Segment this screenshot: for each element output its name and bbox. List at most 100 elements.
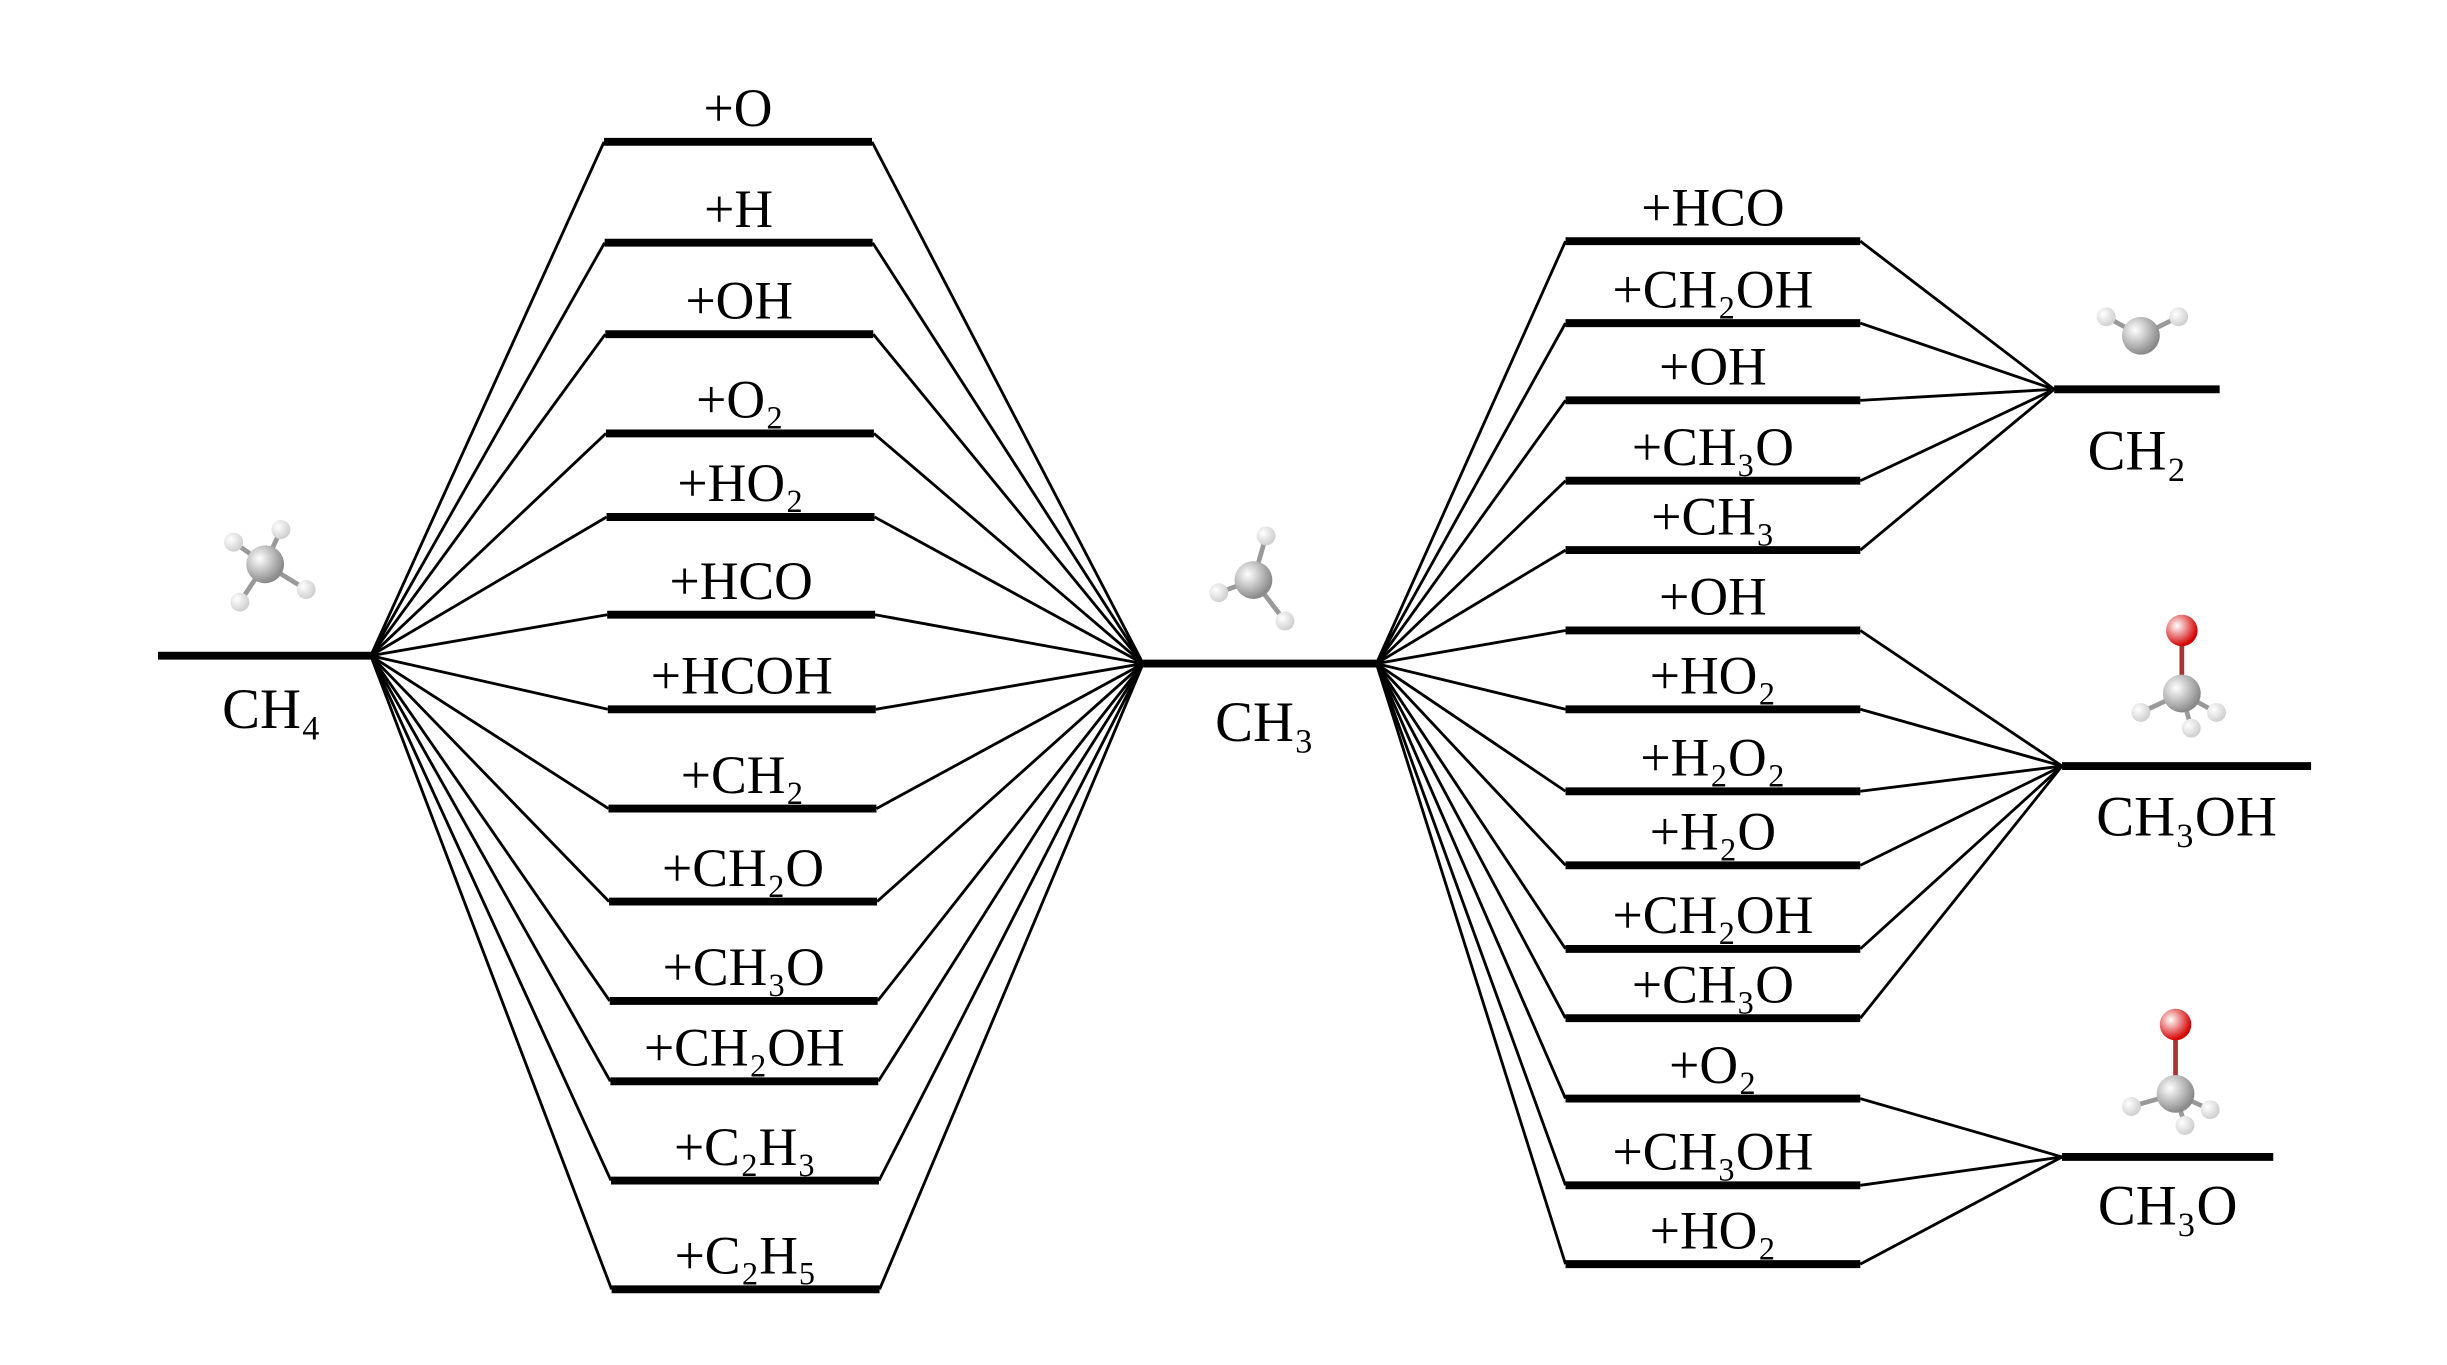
- reactant-label: +OH: [1659, 337, 1767, 397]
- connector-line: [1859, 765, 2064, 1020]
- connector-line: [1375, 663, 1567, 1100]
- connector-line: [1860, 387, 2055, 402]
- connector-line: [872, 432, 1145, 665]
- ch3oh-molecule: [2131, 614, 2226, 738]
- connector-line: [1375, 662, 1567, 867]
- species-label-ch3oh: CH₃OH: [2096, 785, 2277, 848]
- reactant-label: +O₂: [1669, 1035, 1757, 1095]
- reactant-label: +CH₂OH: [644, 1018, 845, 1078]
- hydrogen-atom: [296, 580, 316, 599]
- reactant-label: +CH₂O: [662, 838, 824, 898]
- carbon-atom: [1234, 561, 1273, 599]
- species-label-ch3: CH₃: [1215, 691, 1314, 754]
- connector-line: [1375, 662, 1567, 950]
- reactant-label: +HCOH: [651, 646, 833, 706]
- species-label-ch3o: CH₃O: [2098, 1175, 2238, 1238]
- connector-line: [369, 655, 612, 1082]
- molecules: [224, 307, 2226, 1135]
- reactant-label: +OH: [685, 270, 793, 330]
- ch3-molecule: [1209, 526, 1295, 631]
- hydrogen-atom: [2181, 718, 2201, 738]
- connector-line: [1859, 1155, 2063, 1266]
- connector-line: [876, 662, 1145, 903]
- connector-line: [369, 655, 613, 1182]
- hydrogen-atom: [1256, 526, 1276, 546]
- connector-line: [369, 333, 607, 657]
- connector-line: [1859, 321, 2055, 391]
- hydrogen-atom: [271, 520, 291, 540]
- reactant-label: +C₂H₅: [675, 1226, 817, 1286]
- reactant-label: +CH₃: [1651, 486, 1774, 546]
- species-label-ch4: CH₄: [222, 678, 321, 741]
- connector-line: [877, 662, 1145, 1083]
- connector-line: [1860, 1155, 2063, 1187]
- hydrogen-atom: [2175, 1115, 2195, 1135]
- connector-line: [370, 613, 608, 658]
- connector-line: [370, 515, 608, 657]
- reactant-label: +CH₃O: [1632, 954, 1794, 1014]
- connector-line: [1859, 388, 2055, 483]
- hydrogen-atom: [230, 592, 250, 612]
- reactant-label: +HO₂: [1650, 1200, 1776, 1260]
- connector-line: [1859, 764, 2063, 950]
- reactant-label: +CH₂: [681, 745, 804, 805]
- connector-line: [1859, 707, 2063, 768]
- hydrogen-atom: [1275, 611, 1295, 631]
- reactant-label: +H₂O: [1650, 802, 1776, 862]
- connector-line: [1375, 322, 1567, 665]
- connector-line: [1375, 663, 1567, 1186]
- hydrogen-atom: [2169, 307, 2189, 327]
- connector-line: [1859, 240, 2056, 391]
- connector-line: [369, 655, 613, 1290]
- carbon-atom: [2162, 674, 2201, 713]
- connector-line: [877, 662, 1145, 1182]
- connector-line: [369, 242, 606, 657]
- connector-line: [878, 663, 1145, 1290]
- hydrogen-atom: [2096, 307, 2116, 327]
- connector-line: [872, 333, 1145, 665]
- connector-line: [1859, 629, 2063, 768]
- connector-line: [1859, 388, 2056, 552]
- reactant-label: +C₂H₃: [674, 1117, 816, 1177]
- connector-line: [1375, 662, 1567, 1019]
- connector-line: [370, 654, 610, 810]
- connector-lines: [369, 141, 2064, 1290]
- ch2-molecule: [2096, 307, 2189, 355]
- reactant-label: +CH₃OH: [1613, 1122, 1814, 1182]
- connector-line: [875, 662, 1144, 810]
- species-label-ch2: CH₂: [2088, 420, 2187, 483]
- reactant-label: +HO₂: [1650, 646, 1776, 706]
- carbon-atom: [2156, 1074, 2195, 1113]
- hydrogen-atom: [1209, 583, 1229, 603]
- hydrogen-atom: [2121, 1097, 2141, 1116]
- reactant-label: +CH₂OH: [1613, 259, 1814, 319]
- connector-line: [369, 654, 611, 903]
- connector-line: [1859, 1097, 2063, 1159]
- reactant-label: +O: [704, 78, 773, 138]
- reactant-label: +HO₂: [677, 453, 803, 513]
- ch3o-molecule: [2121, 1008, 2220, 1135]
- ch4-molecule: [224, 520, 316, 612]
- connector-line: [1376, 662, 1566, 711]
- reactant-label: +CH₂OH: [1613, 885, 1814, 945]
- hydrogen-atom: [2207, 702, 2226, 722]
- reactant-label: +H: [704, 179, 773, 239]
- carbon-atom: [2121, 316, 2160, 355]
- connector-line: [369, 432, 607, 657]
- carbon-atom: [246, 545, 285, 584]
- connector-line: [369, 141, 606, 657]
- connector-line: [873, 515, 1144, 665]
- connector-line: [1376, 629, 1566, 665]
- connector-line: [874, 613, 1144, 665]
- connector-line: [1860, 764, 2063, 793]
- reactant-label: +HCO: [670, 551, 813, 611]
- connector-line: [1375, 663, 1567, 1265]
- hydrogen-atom: [224, 532, 244, 552]
- hydrogen-atom: [2200, 1100, 2220, 1120]
- levels: CH₄ CH₃ +O +H +OH +O₂ +HO₂ +HCO +HCOH +CH₂ +CH₂O +C…: [157, 78, 2312, 1294]
- connector-line: [1375, 240, 1567, 665]
- oxygen-atom: [2166, 614, 2198, 647]
- connector-line: [871, 241, 1145, 665]
- connector-line: [1859, 764, 2063, 867]
